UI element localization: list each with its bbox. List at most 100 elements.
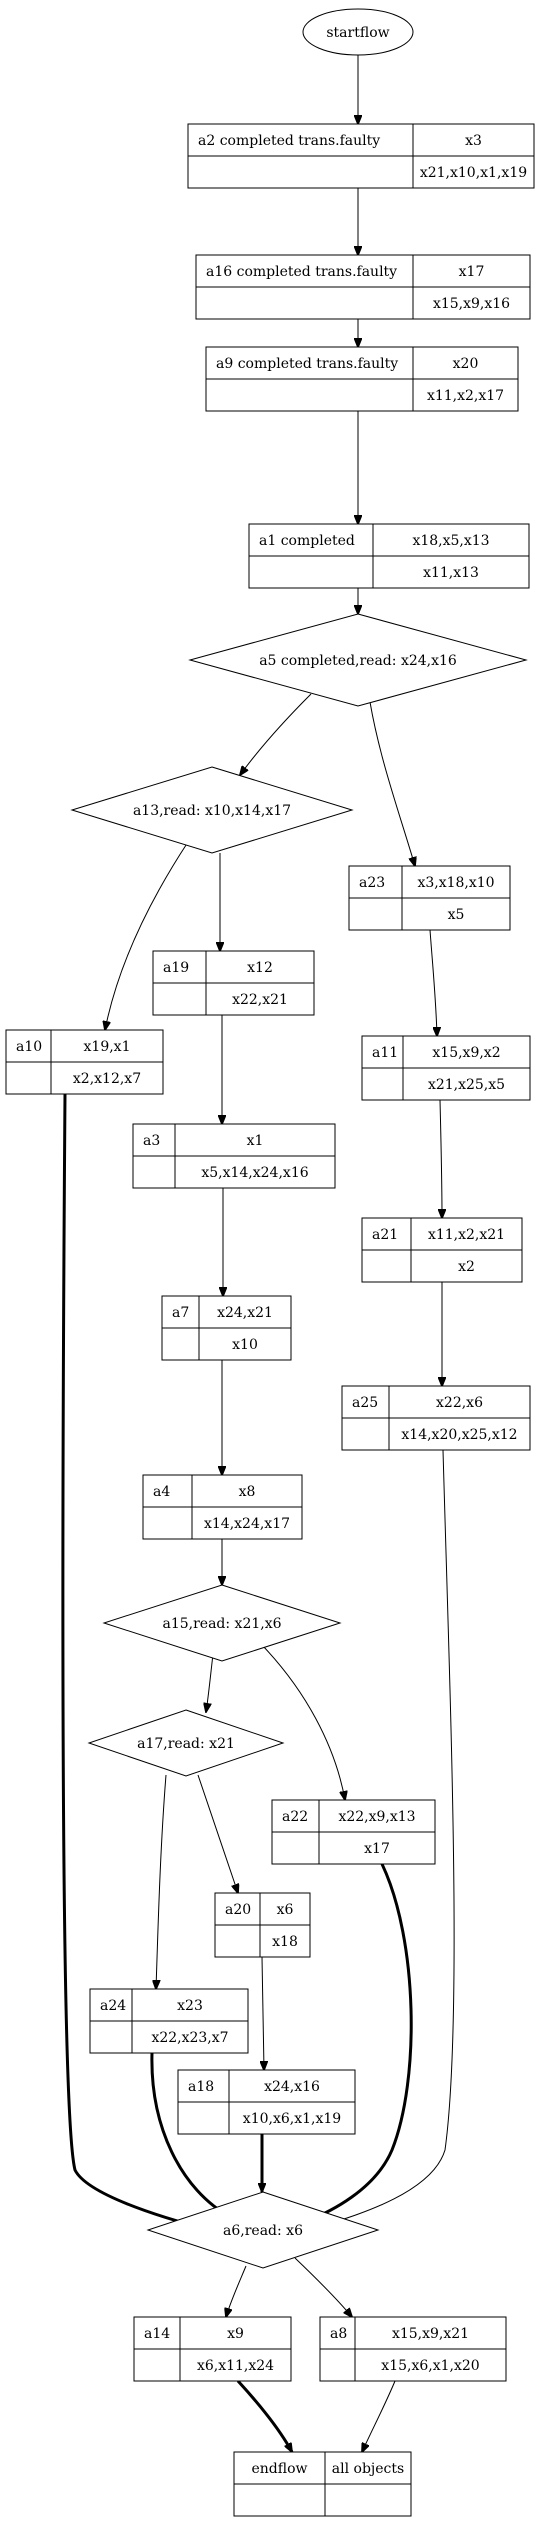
node-a19-bottom: x22,x21 <box>232 992 288 1008</box>
node-a4: a4 x8 x14,x24,x17 <box>142 1474 303 1540</box>
node-a14-top: x9 <box>227 2326 244 2342</box>
decision-a17-label: a17,read: x21 <box>137 1736 235 1752</box>
start-node: startflow <box>302 8 414 56</box>
nodes-layer: startflow a2 completed trans.faulty x3 x21,… <box>5 8 535 2517</box>
node-a24-name: a24 <box>100 1998 126 2014</box>
edge-a17-to-a24 <box>156 1774 167 1989</box>
node-a23-top: x3,x18,x10 <box>417 875 494 891</box>
node-a24-bottom: x22,x23,x7 <box>151 2030 228 2046</box>
node-a14-bottom: x6,x11,x24 <box>197 2358 274 2374</box>
decision-a13: a13,read: x10,x14,x17 <box>70 766 354 854</box>
edge-a13-to-a10 <box>105 841 189 1030</box>
edge-a22-to-a6 <box>305 1863 413 2224</box>
node-a9-bottom: x11,x2,x17 <box>427 388 504 404</box>
edge-a24-to-a6 <box>150 2052 232 2220</box>
decision-a17-diamond <box>87 1709 285 1777</box>
node-a23-name: a23 <box>359 875 385 891</box>
decision-a13-label: a13,read: x10,x14,x17 <box>133 803 291 819</box>
node-a20-bottom: x18 <box>272 1934 298 1950</box>
node-a4-bottom: x14,x24,x17 <box>204 1516 290 1532</box>
node-a16-bottom: x15,x9,x16 <box>433 296 510 312</box>
node-a3-name: a3 <box>143 1133 160 1149</box>
node-a20-top: x6 <box>277 1902 294 1918</box>
edges-layer <box>61 55 455 2452</box>
edge-a23-to-a11 <box>429 929 437 1036</box>
node-a10-bottom: x2,x12,x7 <box>73 1071 141 1087</box>
decision-a15-label: a15,read: x21,x6 <box>162 1616 281 1632</box>
node-a10-name: a10 <box>16 1039 42 1055</box>
node-a24-top: x23 <box>177 1998 203 2014</box>
node-a11-top: x15,x9,x2 <box>432 1045 500 1061</box>
node-a9: a9 completed trans.faulty x20 x11,x2,x17 <box>205 346 519 412</box>
decision-a13-diamond <box>70 766 354 854</box>
node-a2-name: a2 completed trans.faulty <box>198 133 380 149</box>
start-label: startflow <box>326 25 389 41</box>
node-a4-name: a4 <box>153 1484 170 1500</box>
decision-a5: a5 completed,read: x24,x16 <box>188 613 528 707</box>
node-a16-name: a16 completed trans.faulty <box>206 264 397 280</box>
edge-a20-to-a18 <box>262 1956 264 2070</box>
node-a2-bottom: x21,x10,x1,x19 <box>420 165 527 181</box>
node-a14-name: a14 <box>144 2326 170 2342</box>
end-left-label: endflow <box>251 2461 307 2477</box>
node-a3-bottom: x5,x14,x24,x16 <box>201 1165 308 1181</box>
decision-a6-label: a6,read: x6 <box>223 2223 303 2239</box>
node-a9-name: a9 completed trans.faulty <box>216 356 398 372</box>
node-a25-name: a25 <box>352 1395 378 1411</box>
node-a19: a19 x12 x22,x21 <box>152 950 315 1016</box>
node-a2: a2 completed trans.faulty x3 x21,x10,x1,x1… <box>187 123 535 189</box>
node-a22-name: a22 <box>282 1809 308 1825</box>
node-a23-bottom: x5 <box>448 907 465 923</box>
node-a1-top: x18,x5,x13 <box>412 533 489 549</box>
node-a3-top: x1 <box>247 1133 264 1149</box>
edge-a14-to-end <box>236 2379 294 2452</box>
node-a19-top: x12 <box>247 960 273 976</box>
node-a8-top: x15,x9,x21 <box>392 2326 469 2342</box>
start-ellipse <box>302 8 414 56</box>
node-a21-bottom: x2 <box>458 1259 475 1275</box>
node-a4-top: x8 <box>239 1484 256 1500</box>
decision-a15: a15,read: x21,x6 <box>102 1584 342 1662</box>
node-a14: a14 x9 x6,x11,x24 <box>133 2316 292 2382</box>
decision-a6: a6,read: x6 <box>146 2191 380 2269</box>
node-a8-name: a8 <box>330 2326 347 2342</box>
node-a20-name: a20 <box>225 1902 251 1918</box>
node-a1-name: a1 completed <box>259 533 355 549</box>
node-a9-top: x20 <box>453 356 479 372</box>
node-a1: a1 completed x18,x5,x13 x11,x13 <box>248 523 530 589</box>
node-a18-top: x24,x16 <box>264 2079 320 2095</box>
node-a11-bottom: x21,x25,x5 <box>428 1077 505 1093</box>
edge-a8-to-end <box>362 2380 396 2452</box>
edge-a25-to-a6 <box>310 1449 455 2230</box>
node-a25-bottom: x14,x20,x25,x12 <box>401 1427 517 1443</box>
edge-a10-to-a6 <box>61 1093 213 2230</box>
node-a22-bottom: x17 <box>364 1841 390 1857</box>
node-a24: a24 x23 x22,x23,x7 <box>89 1988 249 2054</box>
edge-a5-to-a23 <box>369 701 415 866</box>
decision-a17: a17,read: x21 <box>87 1709 285 1777</box>
node-a23: a23 x3,x18,x10 x5 <box>348 865 511 931</box>
decision-a6-diamond <box>146 2191 380 2269</box>
decision-a5-label: a5 completed,read: x24,x16 <box>259 653 457 669</box>
node-a7-bottom: x10 <box>232 1337 258 1353</box>
edge-a6-to-a14 <box>226 2265 247 2317</box>
node-a2-top: x3 <box>465 133 482 149</box>
edge-a15-to-a17 <box>206 1653 214 1712</box>
node-a11-name: a11 <box>372 1045 398 1061</box>
node-a7-name: a7 <box>172 1305 189 1321</box>
node-a21-top: x11,x2,x21 <box>428 1227 505 1243</box>
node-a11: a11 x15,x9,x2 x21,x25,x5 <box>361 1035 531 1101</box>
node-a19-name: a19 <box>163 960 189 976</box>
node-a1-bottom: x11,x13 <box>423 565 479 581</box>
node-a18-name: a18 <box>188 2079 214 2095</box>
